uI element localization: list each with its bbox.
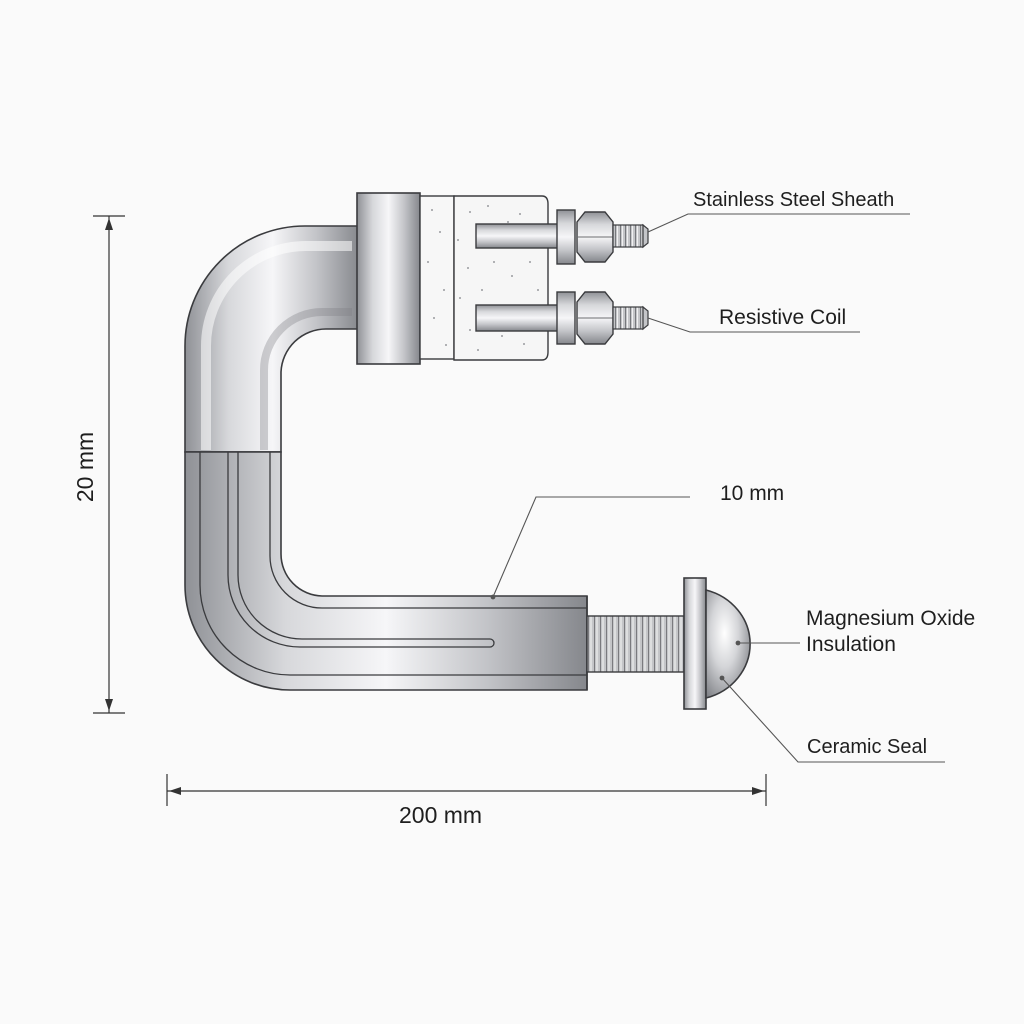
leader-thickness [492,496,690,598]
lower-elbow [184,451,588,691]
top-fitting [356,192,549,365]
bottom-end-fitting [586,577,751,710]
label-ceramic-seal: Ceramic Seal [807,736,928,758]
end-dome [705,588,751,700]
collar [356,192,421,365]
label-mgo-line1: Magnesium Oxide [806,607,976,630]
terminal-top [475,209,649,265]
label-magnesium-oxide-insulation: Magnesium Oxide Insulation [806,606,975,659]
label-resistive-coil: Resistive Coil [719,306,847,329]
dimension-lines [93,215,767,806]
washer-bottom [556,291,576,345]
label-width-dimension: 200 mm [399,802,483,828]
leader-sheath [647,213,910,233]
terminal-bottom [475,291,649,345]
terminal-pin-top [475,223,559,249]
label-stainless-steel-sheath: Stainless Steel Sheath [693,189,895,211]
label-mgo-line2: Insulation [806,633,896,657]
washer-top [556,209,576,265]
label-thickness: 10 mm [720,482,785,505]
leader-coil [647,317,860,333]
thread-bottom [612,306,644,330]
lower-pipe [184,451,588,691]
label-height-dimension: 20 mm [72,431,99,503]
flange [683,577,707,710]
leader-lines [492,213,945,763]
insulation-block [453,195,549,361]
insulation-block-left [419,195,455,360]
leader-seal [721,677,945,763]
threaded-section [586,615,685,673]
upper-pipe [184,225,361,453]
terminal-pin-bottom [475,304,559,332]
leader-dots [490,594,741,681]
thread-top [612,224,644,248]
